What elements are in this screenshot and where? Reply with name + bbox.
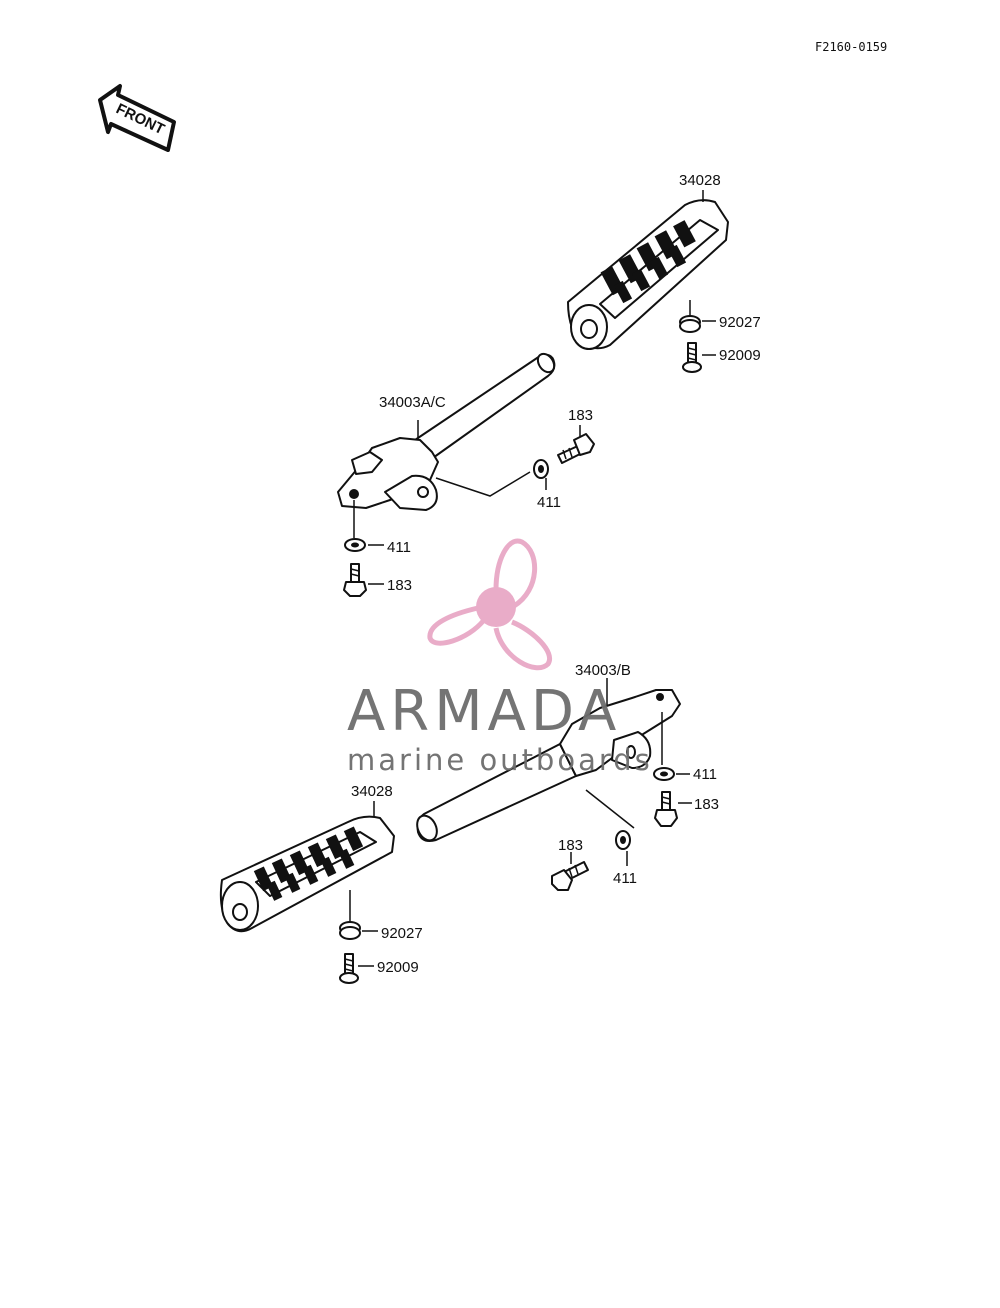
- label-411-d: 411: [613, 870, 637, 887]
- footpeg-rubber-lower: [219, 801, 395, 933]
- label-92009-upper: 92009: [719, 347, 761, 364]
- label-34028-lower: 34028: [351, 783, 393, 800]
- bolt-d: [551, 852, 589, 891]
- watermark-tagline: marine outboards: [347, 743, 653, 777]
- footpeg-right: [416, 678, 681, 842]
- label-92009-lower: 92009: [377, 959, 419, 976]
- washer-a: [533, 459, 549, 490]
- label-183-b: 183: [387, 577, 412, 594]
- washer-c: [653, 767, 690, 781]
- watermark-brand: ARMADA: [347, 679, 621, 744]
- propeller-hub: [476, 587, 516, 627]
- footpeg-rubber-upper: [567, 190, 729, 350]
- label-34028-upper: 34028: [679, 172, 721, 189]
- footpeg-left: [337, 352, 556, 538]
- bolt-a: [557, 425, 595, 464]
- propeller-logo-icon: [427, 538, 553, 671]
- label-92027-upper: 92027: [719, 314, 761, 331]
- bolt-c: [654, 791, 692, 827]
- label-411-b: 411: [387, 539, 411, 556]
- label-411-a: 411: [537, 494, 561, 511]
- label-92027-lower: 92027: [381, 925, 423, 942]
- label-183-c: 183: [694, 796, 719, 813]
- watermark: ARMADA marine outboards: [347, 538, 653, 777]
- label-411-c: 411: [693, 766, 717, 783]
- screw-lower: [339, 953, 374, 984]
- screw-upper: [682, 342, 716, 373]
- drawing-code: F2160-0159: [815, 40, 887, 54]
- collar-upper: [679, 300, 716, 333]
- bolt-b: [343, 563, 384, 597]
- washer-b: [344, 538, 384, 552]
- front-arrow-icon: FRONT: [98, 84, 176, 152]
- washer-d: [615, 830, 631, 866]
- collar-lower: [339, 921, 378, 940]
- label-183-a: 183: [568, 407, 593, 424]
- label-183-d: 183: [558, 837, 583, 854]
- label-34003b: 34003/B: [575, 662, 631, 679]
- label-34003ac: 34003A/C: [379, 394, 446, 411]
